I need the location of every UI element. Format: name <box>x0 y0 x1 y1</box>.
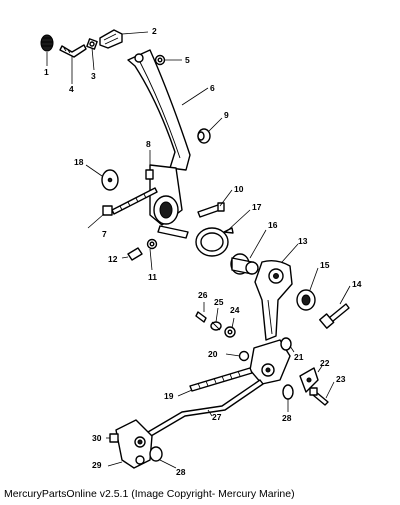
callout-17: 17 <box>252 202 262 212</box>
part-1-knob <box>40 34 54 52</box>
callout-6: 6 <box>210 83 215 93</box>
part-23-screw <box>309 387 329 406</box>
lever-hub <box>149 164 189 239</box>
callout-5: 5 <box>185 55 190 65</box>
part-21-bushing <box>280 337 292 351</box>
part-19-threaded-rod <box>189 367 253 392</box>
callout-12: 12 <box>108 254 118 264</box>
callout-24: 24 <box>230 305 240 315</box>
leader-lines <box>46 31 351 469</box>
callout-29: 29 <box>92 460 102 470</box>
part-15-bushing <box>296 289 316 311</box>
part-27-rod <box>147 379 264 437</box>
callout-8: 8 <box>146 139 151 149</box>
callout-1: 1 <box>44 67 49 77</box>
callout-28-lower: 28 <box>176 467 186 477</box>
part-26-screw <box>195 311 207 323</box>
part-22-bracket <box>299 367 319 393</box>
part-28-pin-upper <box>282 384 294 400</box>
callout-28-upper: 28 <box>282 413 292 423</box>
copyright-caption: MercuryPartsOnline v2.5.1 (Image Copyrig… <box>4 488 295 500</box>
part-20-nut <box>238 350 250 362</box>
part-29-bracket <box>115 419 153 469</box>
part-8-screw <box>145 169 154 180</box>
callout-22: 22 <box>320 358 330 368</box>
part-13-lower-lever <box>254 259 293 341</box>
callout-3: 3 <box>91 71 96 81</box>
part-24-washer <box>224 326 236 338</box>
callout-25: 25 <box>214 297 224 307</box>
part-18-washer <box>101 169 119 191</box>
callout-16: 16 <box>268 220 278 230</box>
callout-30: 30 <box>92 433 102 443</box>
part-3-nut <box>86 38 98 50</box>
callout-18: 18 <box>74 157 84 167</box>
part-10-screw <box>197 202 225 218</box>
callout-21: 21 <box>294 352 304 362</box>
part-17-spring-clip <box>195 227 234 257</box>
callout-15: 15 <box>320 260 330 270</box>
part-12-pin <box>127 247 143 261</box>
callout-14: 14 <box>352 279 362 289</box>
parts-diagram: 1 2 3 4 5 6 7 8 9 10 11 12 13 14 15 16 1… <box>40 26 362 477</box>
part-30-nut <box>109 433 119 443</box>
callout-7: 7 <box>102 229 107 239</box>
part-2-end-fitting <box>99 29 123 49</box>
linkage-block <box>249 339 291 385</box>
callout-10: 10 <box>234 184 244 194</box>
callout-23: 23 <box>336 374 346 384</box>
callout-2: 2 <box>152 26 157 36</box>
part-7-bolt <box>102 187 158 216</box>
part-11-nut <box>146 238 158 250</box>
callout-26: 26 <box>198 290 208 300</box>
part-4-rod <box>59 44 87 58</box>
part-16-bushing <box>230 253 259 275</box>
part-14-bolt <box>319 303 350 329</box>
callout-27: 27 <box>212 412 222 422</box>
callout-19: 19 <box>164 391 174 401</box>
part-6-lever-arm <box>127 49 191 171</box>
part-9-bushing <box>197 128 211 144</box>
callout-20: 20 <box>208 349 218 359</box>
callout-4: 4 <box>69 84 74 94</box>
callout-11: 11 <box>148 272 157 282</box>
callout-13: 13 <box>298 236 308 246</box>
part-25-spring <box>210 321 222 331</box>
part-5-nut <box>154 54 166 66</box>
part-28-pin-lower <box>149 446 163 462</box>
callout-9: 9 <box>224 110 229 120</box>
